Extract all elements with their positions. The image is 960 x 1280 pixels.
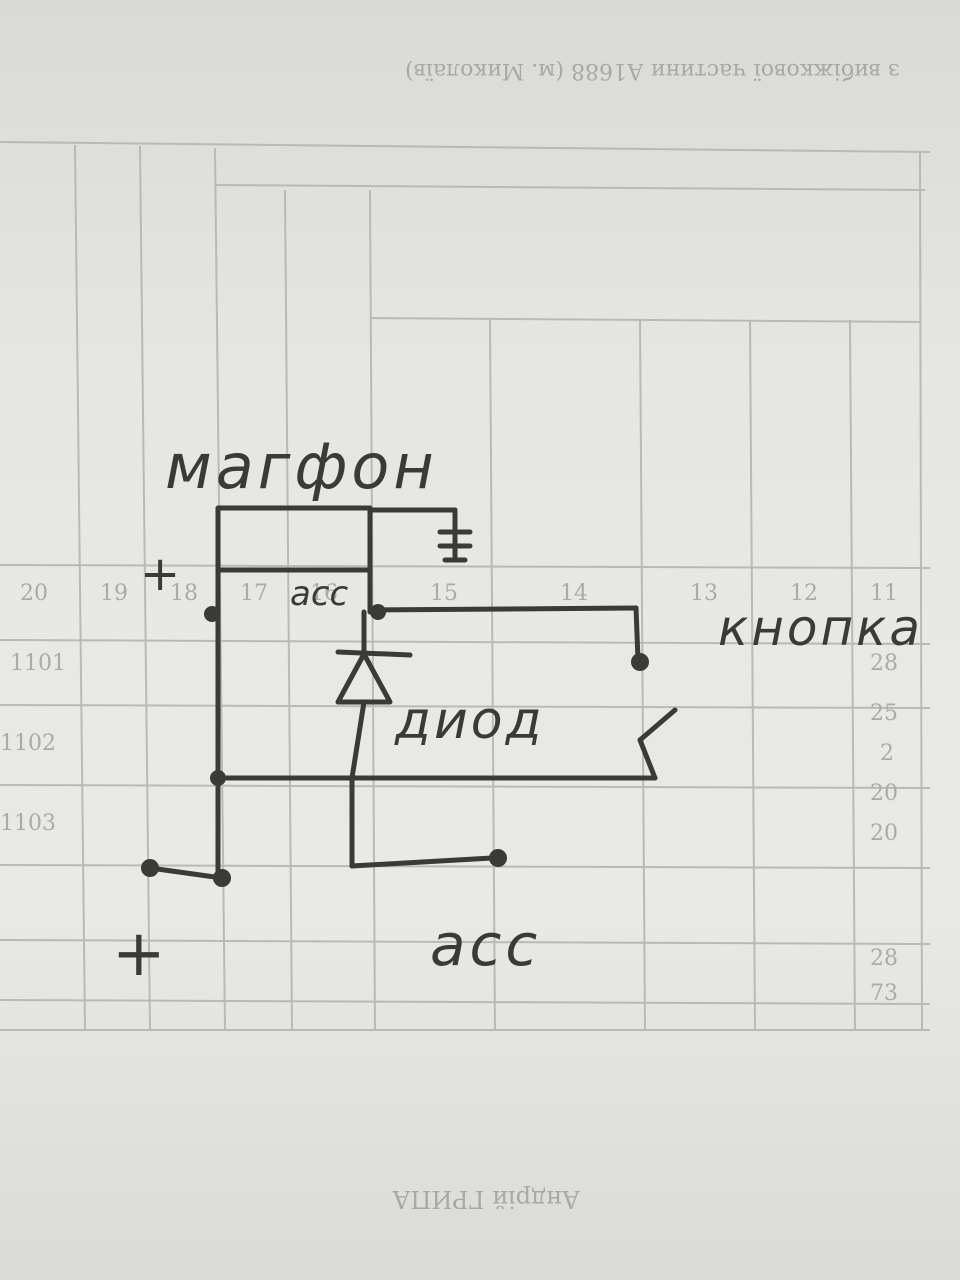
svg-text:17: 17 <box>240 581 268 606</box>
plus-top-label: + <box>140 546 180 602</box>
terminal-dot <box>141 859 159 877</box>
background-footer-text: Андрій ГРИПА <box>392 1185 580 1213</box>
svg-text:1102: 1102 <box>0 731 56 756</box>
svg-text:2: 2 <box>880 741 894 766</box>
svg-text:14: 14 <box>560 581 588 606</box>
svg-text:28: 28 <box>870 651 898 676</box>
ground-icon <box>437 529 473 563</box>
junction-dot <box>204 606 220 622</box>
acc-output-wire <box>349 855 495 869</box>
svg-text:1103: 1103 <box>0 811 56 836</box>
svg-text:25: 25 <box>870 701 898 726</box>
headunit-box <box>215 505 373 573</box>
diode-icon <box>335 609 413 781</box>
svg-text:18: 18 <box>170 581 198 606</box>
svg-text:16: 16 <box>310 581 338 606</box>
button-switch-lever <box>637 707 678 743</box>
button-upper-lead <box>633 605 641 663</box>
diode-label: диод <box>394 691 545 751</box>
acc-to-button-wire <box>367 605 639 613</box>
svg-text:1101: 1101 <box>10 651 66 676</box>
plus-bottom-label: + <box>112 917 166 991</box>
junction-dots <box>141 604 649 887</box>
svg-text:19: 19 <box>100 581 128 606</box>
svg-text:13: 13 <box>690 581 718 606</box>
circuit <box>147 505 678 883</box>
svg-text:20: 20 <box>870 781 898 806</box>
svg-text:73: 73 <box>870 981 898 1006</box>
svg-text:11: 11 <box>870 581 898 606</box>
junction-dot <box>210 770 226 786</box>
button-lower-lead <box>637 737 658 781</box>
svg-text:28: 28 <box>870 946 898 971</box>
positive-input-wire <box>147 865 225 881</box>
headunit-label: магфон <box>165 430 438 503</box>
svg-text:20: 20 <box>870 821 898 846</box>
handwritten-labels: магфон + acc кнопка диод acc + <box>112 430 923 991</box>
svg-text:20: 20 <box>20 581 48 606</box>
acc-bottom-label: acc <box>430 911 541 979</box>
junction-dot <box>370 604 386 620</box>
background-faint-text: з вибіжкової частини А1688 (м. Миколаїв)… <box>0 58 900 1213</box>
button-label: кнопка <box>718 599 923 657</box>
svg-text:15: 15 <box>430 581 458 606</box>
svg-text:12: 12 <box>790 581 818 606</box>
acc-small-label: acc <box>290 574 349 614</box>
terminal-dot <box>631 653 649 671</box>
background-header-text: з вибіжкової частини А1688 (м. Миколаїв) <box>405 58 900 83</box>
terminal-dot <box>489 849 507 867</box>
junction-dot <box>213 869 231 887</box>
